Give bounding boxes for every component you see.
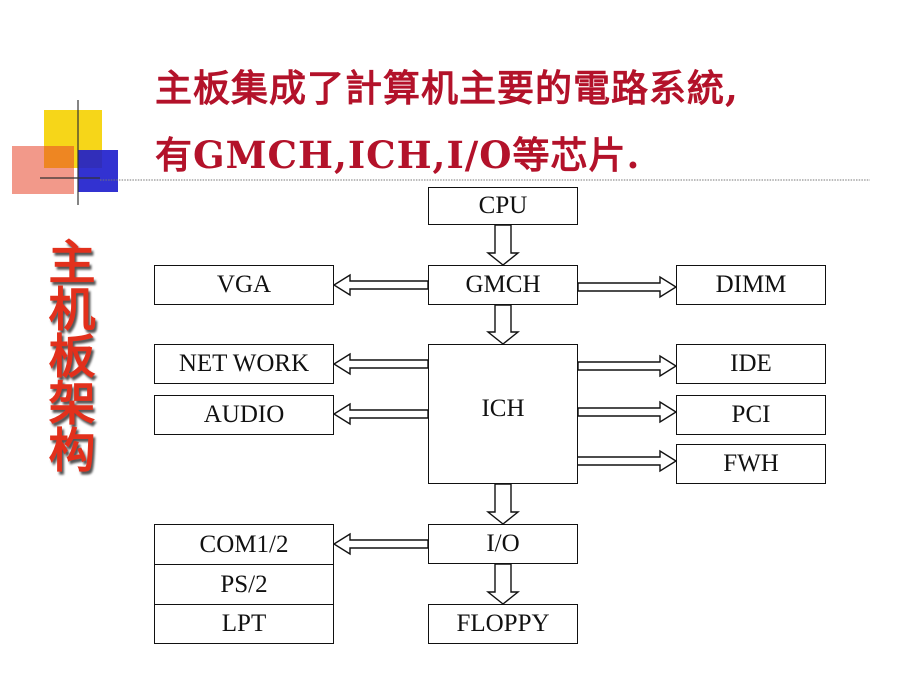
- cpu-block: CPU: [428, 187, 578, 225]
- arrow-gmch-to-ich: [486, 304, 520, 345]
- ich-block: ICH: [428, 344, 578, 484]
- arrow-ich-to-io: [486, 483, 520, 525]
- arrow-ich-to-fwh: [573, 449, 678, 473]
- red-square: [12, 146, 74, 194]
- arrow-ich-to-ide: [577, 354, 678, 378]
- ps2-block: PS/2: [155, 565, 333, 605]
- arrow-ich-to-network: [332, 352, 429, 376]
- gmch-block: GMCH: [428, 265, 578, 305]
- arrow-cpu-to-gmch: [486, 224, 520, 266]
- arrow-ich-to-pci: [577, 400, 678, 424]
- arrow-gmch-to-vga: [332, 273, 429, 297]
- audio-block: AUDIO: [154, 395, 334, 435]
- side-label-char-1: 主: [48, 236, 96, 291]
- slide-title-line-1: 主板集成了計算机主要的電路系統,: [155, 66, 739, 110]
- blue-square: [78, 150, 118, 192]
- arrow-io-to-floppy: [486, 563, 520, 605]
- com-block: COM1/2: [155, 525, 333, 565]
- io-block: I/O: [428, 524, 578, 564]
- floppy-block: FLOPPY: [428, 604, 578, 644]
- ide-block: IDE: [676, 344, 826, 384]
- side-label-char-3: 板: [48, 330, 96, 385]
- side-label-char-4: 架: [48, 377, 96, 432]
- vga-block: VGA: [154, 265, 334, 305]
- legacy-port-stack: COM1/2 PS/2 LPT: [154, 524, 334, 644]
- side-label-char-5: 构: [48, 424, 96, 479]
- arrow-io-to-com: [332, 532, 429, 556]
- fwh-block: FWH: [676, 444, 826, 484]
- lpt-block: LPT: [221, 610, 267, 637]
- arrow-ich-to-audio: [332, 402, 429, 426]
- arrow-gmch-to-dimm: [577, 275, 678, 299]
- side-label-char-2: 机: [48, 283, 96, 338]
- dimm-block: DIMM: [676, 265, 826, 305]
- network-block: NET WORK: [154, 344, 334, 384]
- slide-title-line-2: 有GMCH,ICH,I/O等芯片.: [155, 133, 641, 177]
- pci-block: PCI: [676, 395, 826, 435]
